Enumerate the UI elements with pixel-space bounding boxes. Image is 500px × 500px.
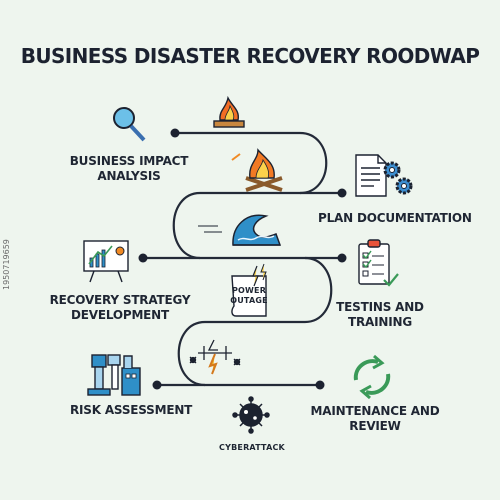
hazard-label-line: CYBERATTACK [219,443,285,452]
hazard-label-line: POWER [231,286,267,295]
step-label-line: BUSINESS IMPACT [69,154,189,168]
step-label-line: REVIEW [349,419,401,433]
step-testing-and-training: TESTINS AND TRAINING [330,300,430,330]
watermark-id: 1950719659 [2,239,11,290]
lightning-icon [189,339,241,375]
step-label-line: MAINTENANCE AND [310,404,440,418]
wave-icon [198,214,282,246]
step-plan-documentation: PLAN DOCUMENTATION [318,211,472,226]
step-risk-assessment: RISK ASSESSMENT [70,403,192,418]
clipboard-checklist-icon [358,239,399,287]
step-label-line: DEVELOPMENT [70,308,170,322]
milestone-dot [170,128,180,138]
magnifier-icon [113,107,146,142]
step-label-line: PLAN DOCUMENTATION [318,211,472,225]
step-label-line: TESTINS AND [336,300,424,314]
step-maintenance-and-review: MAINTENANCE AND REVIEW [310,404,440,434]
power-outage-note-icon [231,263,267,317]
hazard-label-line: OUTAGE [230,296,268,305]
milestone-dot [152,380,162,390]
step-label-line: RECOVERY STRATEGY [49,293,191,307]
step-recovery-strategy-development: RECOVERY STRATEGY DEVELOPMENT [42,293,198,323]
fire-icon [231,148,283,192]
step-label-line: RISK ASSESSMENT [70,403,193,417]
step-label-line: TRAINING [348,315,412,329]
campfire-icon [213,95,245,128]
roadmap-path [172,131,333,387]
hazard-power-outage: POWER OUTAGE [229,286,269,306]
milestone-dot [337,253,347,263]
step-business-impact-analysis: BUSINESS IMPACT ANALYSIS [54,154,204,184]
milestone-dot [315,380,325,390]
milestone-dot [138,253,148,263]
hazard-cyberattack: CYBERATTACK [216,440,288,455]
step-label-line: ANALYSIS [97,169,161,183]
milestone-dot [337,188,347,198]
page-title: BUSINESS DISASTER RECOVERY ROODWAP [20,44,480,68]
cycle-arrows-icon [353,354,391,400]
factory-icon [87,354,141,396]
virus-icon [232,396,270,434]
chart-board-icon [83,240,129,283]
document-gears-icon [355,154,413,197]
